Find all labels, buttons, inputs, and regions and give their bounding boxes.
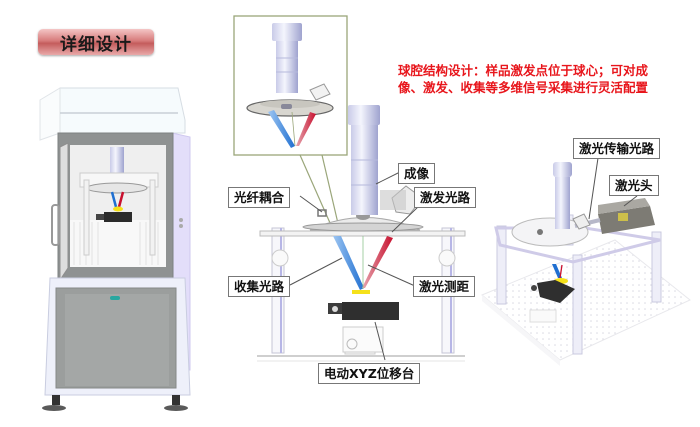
callout-laser-ranging: 激光测距: [413, 276, 476, 297]
callout-xyz-stage: 电动XYZ位移台: [318, 363, 421, 384]
enclosure-door: [59, 142, 69, 282]
enclosure-hood: [51, 87, 186, 134]
callout-fiber-coupling: 光纤耦合: [228, 187, 291, 208]
collection-beam: [333, 236, 364, 290]
imaging-objective: [348, 105, 380, 125]
isometric-diagram: [481, 157, 691, 366]
callout-excitation-path: 激发光路: [414, 187, 477, 208]
sample: [352, 290, 370, 294]
callout-collection-path: 收集光路: [228, 276, 291, 297]
leader-lines: [289, 171, 421, 361]
xyz-stage-body: [342, 302, 399, 320]
callout-laser-head: 激光头: [609, 175, 659, 196]
slide-title: 详细设计: [38, 29, 154, 55]
door-handle: [51, 204, 60, 246]
design-description: 球腔结构设计：样品激发点位于球心；可对成像、激发、收集等多维信号采集进行灵活配置: [398, 63, 649, 95]
instrument-enclosure: [39, 87, 191, 411]
isometric-stage: [537, 280, 575, 303]
excitation-beam: [362, 236, 393, 288]
caster-left: [42, 405, 66, 411]
caster-right: [164, 405, 188, 411]
mount-plate: [259, 230, 466, 237]
chamber-inset: [233, 15, 348, 233]
status-indicator: [110, 296, 120, 300]
callout-laser-transmission-path: 激光传输光路: [573, 138, 661, 159]
enclosure-hood-side: [39, 87, 61, 141]
callout-imaging: 成像: [398, 163, 436, 184]
